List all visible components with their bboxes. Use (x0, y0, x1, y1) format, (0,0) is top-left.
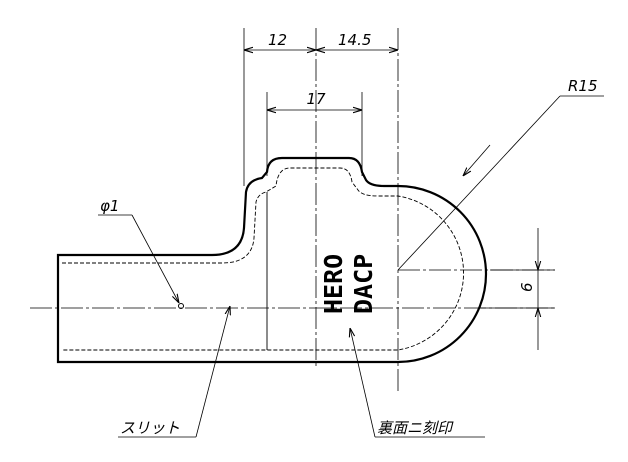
dim-text-17: 17 (306, 90, 326, 108)
hole-phi1 (178, 303, 184, 309)
callout-engrave-on-back: 裏面ニ刻印 (377, 419, 454, 437)
leader-r15-diagonal (397, 95, 561, 271)
part-outline (56, 156, 488, 364)
callout-slit: スリット (120, 419, 180, 437)
inner-offset-outline (62, 167, 464, 351)
leader-engrave (350, 328, 376, 438)
dim-text-r15: R15 (568, 77, 598, 95)
dim-text-14-5: 14.5 (338, 31, 371, 49)
dim-text-12: 12 (268, 31, 287, 49)
leader-phi1 (131, 214, 179, 303)
leader-slit (195, 306, 230, 438)
engraving-line-2: DACP (349, 254, 378, 314)
dim-text-6: 6 (518, 282, 536, 292)
dim-text-phi1: φ1 (100, 197, 119, 215)
r15-arrow (463, 144, 491, 176)
engraving-line-1: HERO (319, 254, 348, 314)
